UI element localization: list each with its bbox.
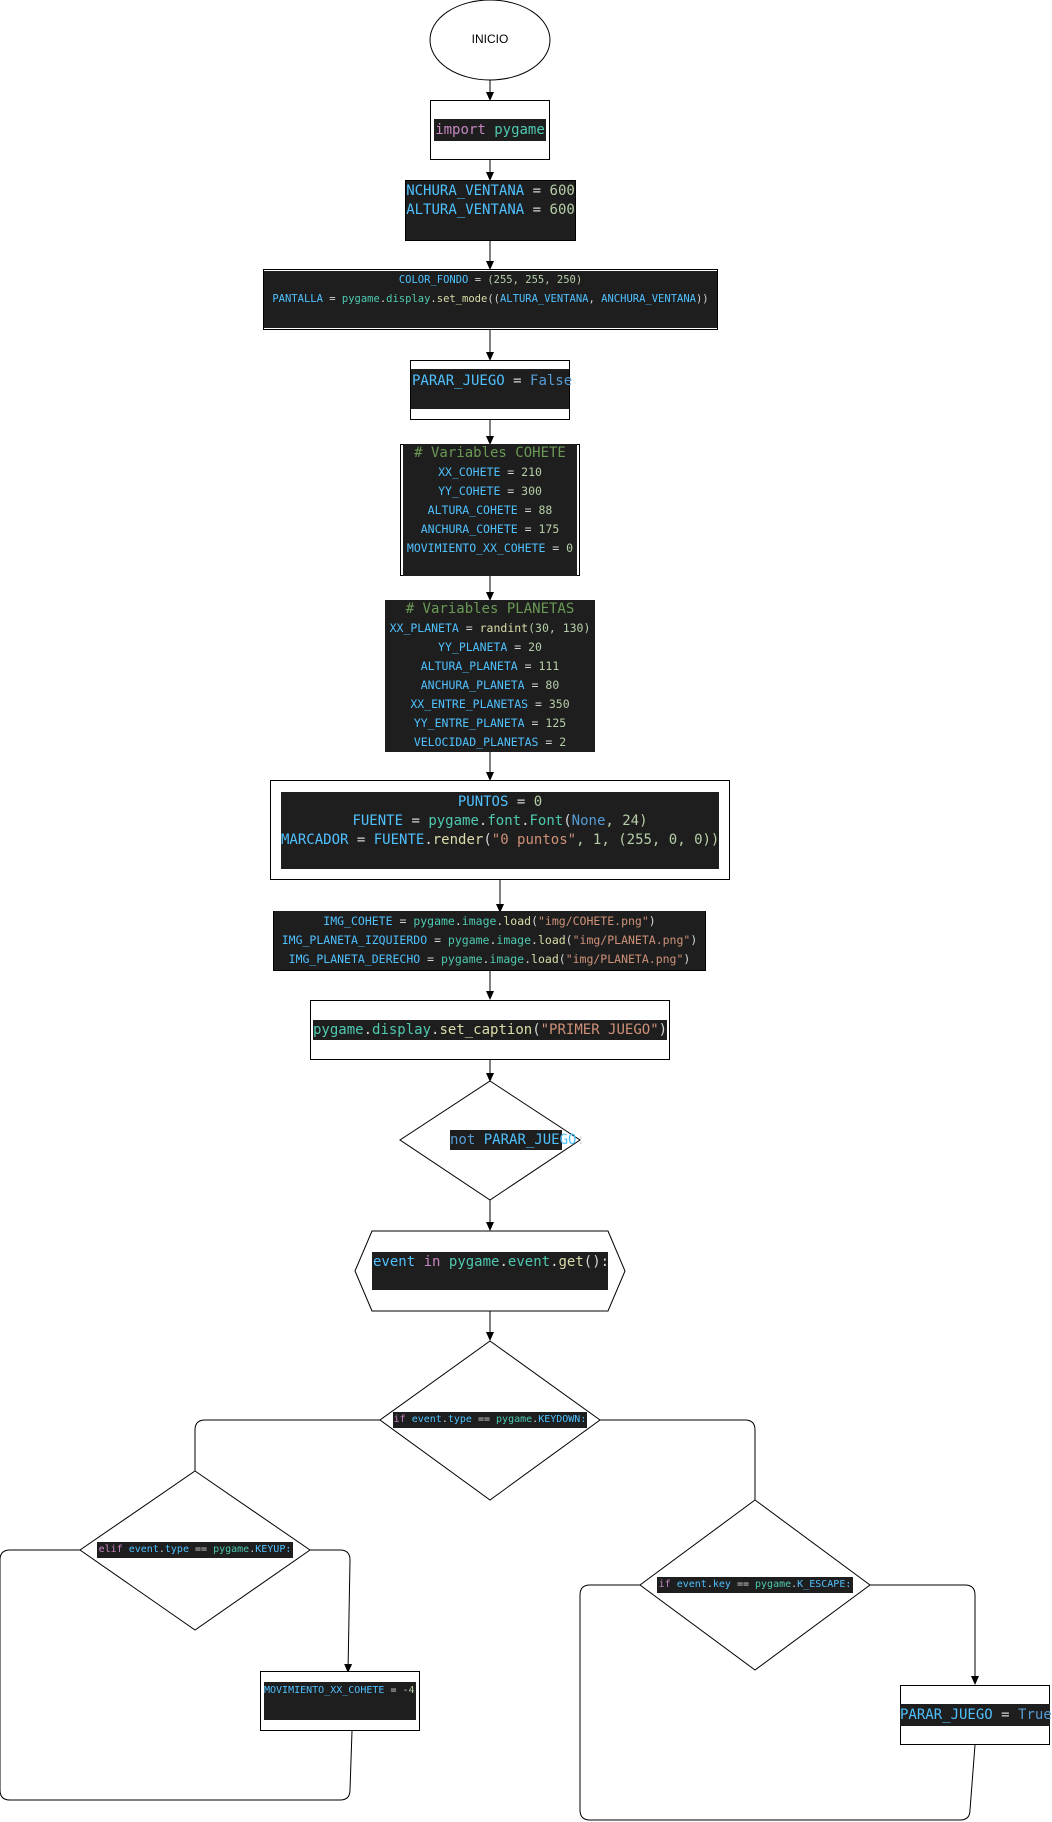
planets-line-6: YY_ENTRE_PLANETA = 125 bbox=[413, 716, 567, 730]
planets-line-5: XX_ENTRE_PLANETAS = 350 bbox=[410, 697, 570, 711]
import-module: pygame bbox=[494, 122, 545, 138]
loop-condition-code: not PARAR_JUEGO: bbox=[450, 1130, 585, 1150]
stop-code: PARAR_JUEGO = False bbox=[411, 369, 572, 409]
planets-comment: # Variables PLANETAS bbox=[405, 601, 575, 617]
escape-code: if event.key == pygame.K_ESCAPE: bbox=[657, 1577, 853, 1593]
images-line-2: IMG_PLANETA_IZQUIERDO = pygame.image.loa… bbox=[281, 933, 698, 947]
edge-keydown-keyup bbox=[194, 1419, 380, 1471]
rocket-code: # Variables COHETE XX_COHETE = 210 YY_CO… bbox=[403, 444, 577, 576]
screen-line-2: PANTALLA = pygame.display.set_mode((ALTU… bbox=[272, 293, 709, 305]
rocket-line-1: XX_COHETE = 210 bbox=[438, 465, 542, 479]
score-line-1: PUNTOS = 0 bbox=[457, 794, 543, 810]
keyup-code: elif event.type == pygame.KEYUP: bbox=[97, 1542, 293, 1558]
planets-line-1: XX_PLANETA = randint(30, 130) bbox=[389, 621, 591, 635]
import-code: import pygame bbox=[434, 119, 546, 141]
score-code: PUNTOS = 0 FUENTE = pygame.font.Font(Non… bbox=[281, 792, 719, 869]
edge-keydown-escape bbox=[600, 1419, 756, 1500]
edge-escape-stoptrue bbox=[870, 1584, 979, 1685]
planets-code: # Variables PLANETAS XX_PLANETA = randin… bbox=[385, 600, 595, 752]
window-line-1: NCHURA_VENTANA = 600 bbox=[406, 183, 575, 199]
start-label: INICIO bbox=[471, 32, 509, 46]
score-line-2: FUENTE = pygame.font.Font(None, 24) bbox=[352, 813, 648, 829]
images-code: IMG_COHETE = pygame.image.load("img/COHE… bbox=[274, 911, 705, 970]
rocket-comment: # Variables COHETE bbox=[414, 445, 566, 461]
planets-line-7: VELOCIDAD_PLANETAS = 2 bbox=[413, 735, 567, 749]
caption-code: pygame.display.set_caption("PRIMER JUEGO… bbox=[313, 1020, 668, 1040]
score-line-3: MARCADOR = FUENTE.render("0 puntos", 1, … bbox=[281, 832, 720, 848]
images-line-3: IMG_PLANETA_DERECHO = pygame.image.load(… bbox=[288, 952, 691, 966]
edge-escape-loopback bbox=[579, 1584, 976, 1821]
rocket-line-3: ALTURA_COHETE = 88 bbox=[427, 503, 553, 517]
rocket-line-5: MOVIMIENTO_XX_COHETE = 0 bbox=[406, 541, 574, 555]
window-line-2: ALTURA_VENTANA = 600 bbox=[406, 202, 575, 218]
screen-code: COLOR_FONDO = (255, 255, 250) PANTALLA =… bbox=[264, 271, 717, 328]
keydown-code: if event.type == pygame.KEYDOWN: bbox=[393, 1412, 587, 1428]
screen-line-1: COLOR_FONDO = (255, 255, 250) bbox=[398, 274, 583, 286]
for-events-code: event in pygame.event.get(): bbox=[372, 1252, 609, 1290]
edge-keyup-loopback bbox=[0, 1549, 353, 1801]
stop-true-code: PARAR_JUEGO = True bbox=[900, 1704, 1052, 1726]
images-line-1: IMG_COHETE = pygame.image.load("img/COHE… bbox=[323, 914, 656, 928]
window-code: NCHURA_VENTANA = 600 ALTURA_VENTANA = 60… bbox=[406, 181, 575, 240]
import-keyword: import bbox=[435, 122, 486, 138]
edge-keyup-move bbox=[310, 1549, 353, 1673]
planets-line-3: ALTURA_PLANETA = 111 bbox=[420, 659, 560, 673]
planets-line-4: ANCHURA_PLANETA = 80 bbox=[420, 678, 560, 692]
move-code: MOVIMIENTO_XX_COHETE = -4 bbox=[264, 1682, 416, 1720]
rocket-line-2: YY_COHETE = 300 bbox=[438, 484, 542, 498]
rocket-line-4: ANCHURA_COHETE = 175 bbox=[420, 522, 560, 536]
planets-line-2: YY_PLANETA = 20 bbox=[438, 640, 542, 654]
